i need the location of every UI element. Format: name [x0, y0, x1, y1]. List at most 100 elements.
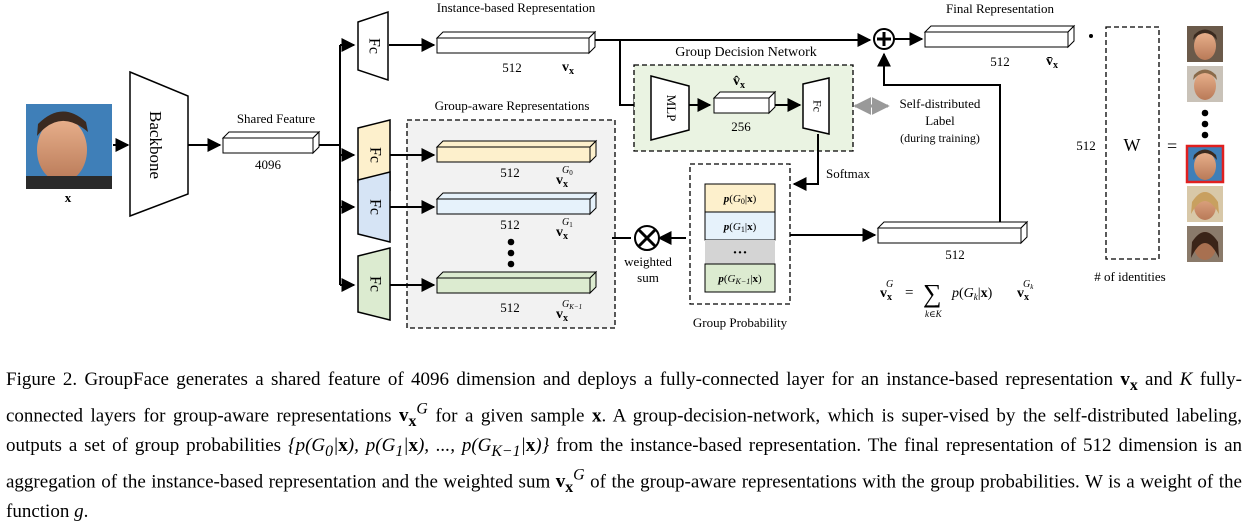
g1-bar-top: [435, 192, 598, 200]
weighted-label: weighted: [624, 254, 672, 269]
caption-part-2: and: [1145, 369, 1173, 390]
g0-bar-top: [435, 140, 598, 148]
caption-vxg-symbol-2: vxG: [555, 466, 585, 496]
aggregation-plus-icon: [873, 28, 895, 50]
caption-part-8: .: [83, 500, 89, 522]
svg-text:MLP: MLP: [664, 95, 679, 122]
weight-matrix-box: [1105, 26, 1160, 260]
instance-feature-bar: [435, 30, 597, 55]
prob-dots-text: ···: [732, 245, 747, 261]
figure-caption: Figure 2. GroupFace generates a shared f…: [6, 368, 1242, 524]
gdn-title: Group Decision Network: [675, 45, 817, 60]
caption-prob-set: {p(G0|x), p(G1|x), ..., p(GK−1|x)}: [287, 434, 550, 460]
softmax-label: Softmax: [826, 166, 871, 181]
group0-feature-bar: [435, 139, 598, 164]
fc-g1-shape: [357, 171, 391, 243]
equals-sign: =: [1167, 136, 1177, 156]
aggregated-feature-bar: [876, 220, 1029, 245]
backbone-block: [129, 70, 189, 218]
aggregate-dim: 512: [945, 247, 965, 262]
instance-vector-symbol: vx: [562, 60, 574, 77]
caption-part-3: fully-connected layers for group-aware r…: [6, 369, 1243, 427]
input-face-icon: [26, 104, 112, 189]
gk-bar-top: [435, 271, 598, 279]
caption-g-symbol: g: [74, 500, 84, 522]
shared-feature-bar: [221, 130, 321, 155]
identity-face-3-icon: [1185, 144, 1225, 184]
fc-groupk-block: Fc: [357, 247, 391, 321]
weighted-sum-icon: [634, 225, 660, 251]
svg-text:Fc: Fc: [365, 38, 382, 54]
g1-dim: 512: [500, 217, 520, 232]
input-label: x: [65, 190, 72, 205]
identity-face-4-icon: [1187, 186, 1223, 222]
gdn-fc-block: Fc: [802, 77, 830, 135]
identity-face-3-highlight: [1185, 144, 1225, 184]
svg-text:=: =: [905, 285, 913, 301]
sum-label: sum: [637, 270, 659, 285]
mlp-dim: 256: [731, 119, 751, 134]
svg-text:k∈K: k∈K: [925, 309, 943, 319]
instance-based-title: Instance-based Representation: [437, 0, 596, 15]
g1-bar-front: [436, 198, 591, 215]
group-ellipsis-dots: [507, 238, 515, 268]
prob-gk-cell: [704, 263, 776, 293]
svg-text:Fc: Fc: [366, 147, 383, 163]
shared-feature-dim: 4096: [255, 157, 282, 172]
svg-text:Fc: Fc: [366, 276, 383, 292]
weight-dim: 512: [1076, 138, 1096, 153]
final-representation-title: Final Representation: [946, 1, 1054, 16]
final-vector-symbol: v̄x: [1046, 54, 1058, 71]
identity-face-5-icon: [1187, 226, 1223, 262]
self-distributed-label-2: Label: [925, 113, 955, 128]
self-distributed-label-1: Self-distributed: [900, 96, 981, 111]
shared-feature-title: Shared Feature: [237, 111, 316, 126]
prob-g0-cell: [704, 183, 776, 213]
prob-gk-text: p(GK−1|x): [717, 273, 762, 286]
num-identities-label: # of identities: [1094, 269, 1166, 284]
group-probability-title: Group Probability: [693, 315, 788, 330]
svg-text:vxGk: vxGk: [1017, 279, 1034, 303]
svg-text:Fc: Fc: [366, 199, 383, 215]
weight-matrix-label: W: [1124, 135, 1141, 155]
svg-text:vxG: vxG: [880, 279, 893, 303]
g0-dim: 512: [500, 165, 520, 180]
prob-g1-text: p(G1|x): [723, 221, 757, 234]
svg-text:∑: ∑: [923, 279, 942, 308]
caption-part-1: Figure 2. GroupFace generates a shared f…: [6, 369, 1113, 390]
caption-vxg-symbol: vxG: [399, 400, 428, 430]
caption-part-6: from the instance-based representation. …: [6, 434, 1242, 493]
identity-face-1-icon: [1187, 26, 1223, 62]
identity-ellipsis-dots: [1201, 109, 1209, 139]
final-feature-bar: [923, 24, 1076, 49]
mlp-block: MLP: [650, 75, 690, 141]
groupk-feature-bar: [435, 270, 598, 295]
fc-group1-block: Fc: [357, 171, 391, 243]
gk-bar-front: [436, 277, 591, 294]
svg-text:p(Gk|x): p(Gk|x): [951, 286, 993, 302]
self-distributed-label-3: (during training): [900, 131, 980, 145]
prob-dots-cell: [705, 240, 775, 264]
caption-x-symbol: x: [591, 405, 602, 427]
identity-face-2-icon: [1187, 66, 1223, 102]
group1-feature-bar: [435, 191, 598, 216]
caption-vx-symbol: vx: [1120, 369, 1138, 394]
fc-instance-block: Fc: [357, 10, 389, 82]
caption-k-symbol: K: [1179, 369, 1193, 390]
gdn-feature-bar: [712, 90, 777, 115]
aggregation-formula: vxG = ∑ k∈K p(Gk|x) vxGk: [880, 279, 1034, 319]
dot-product-icon: [1089, 34, 1093, 38]
group-aware-title: Group-aware Representations: [435, 98, 590, 113]
prob-g1-cell: [704, 211, 776, 241]
instance-dim: 512: [502, 60, 522, 75]
prob-g0-text: p(G0|x): [723, 193, 757, 206]
final-dim: 512: [990, 54, 1010, 69]
g0-bar-front: [436, 146, 591, 163]
groupface-diagram: x Backbone Shared Feature 4096 Fc Fc Fc …: [26, 0, 1225, 330]
backbone-label: Backbone: [146, 111, 165, 179]
svg-text:Fc: Fc: [810, 100, 824, 112]
caption-part-4: for a given sample: [435, 405, 585, 427]
gk-dim: 512: [500, 300, 520, 315]
caption-part-5: . A group-decision-network, which is sup…: [6, 405, 1243, 456]
fc-gk-shape: [357, 247, 391, 321]
